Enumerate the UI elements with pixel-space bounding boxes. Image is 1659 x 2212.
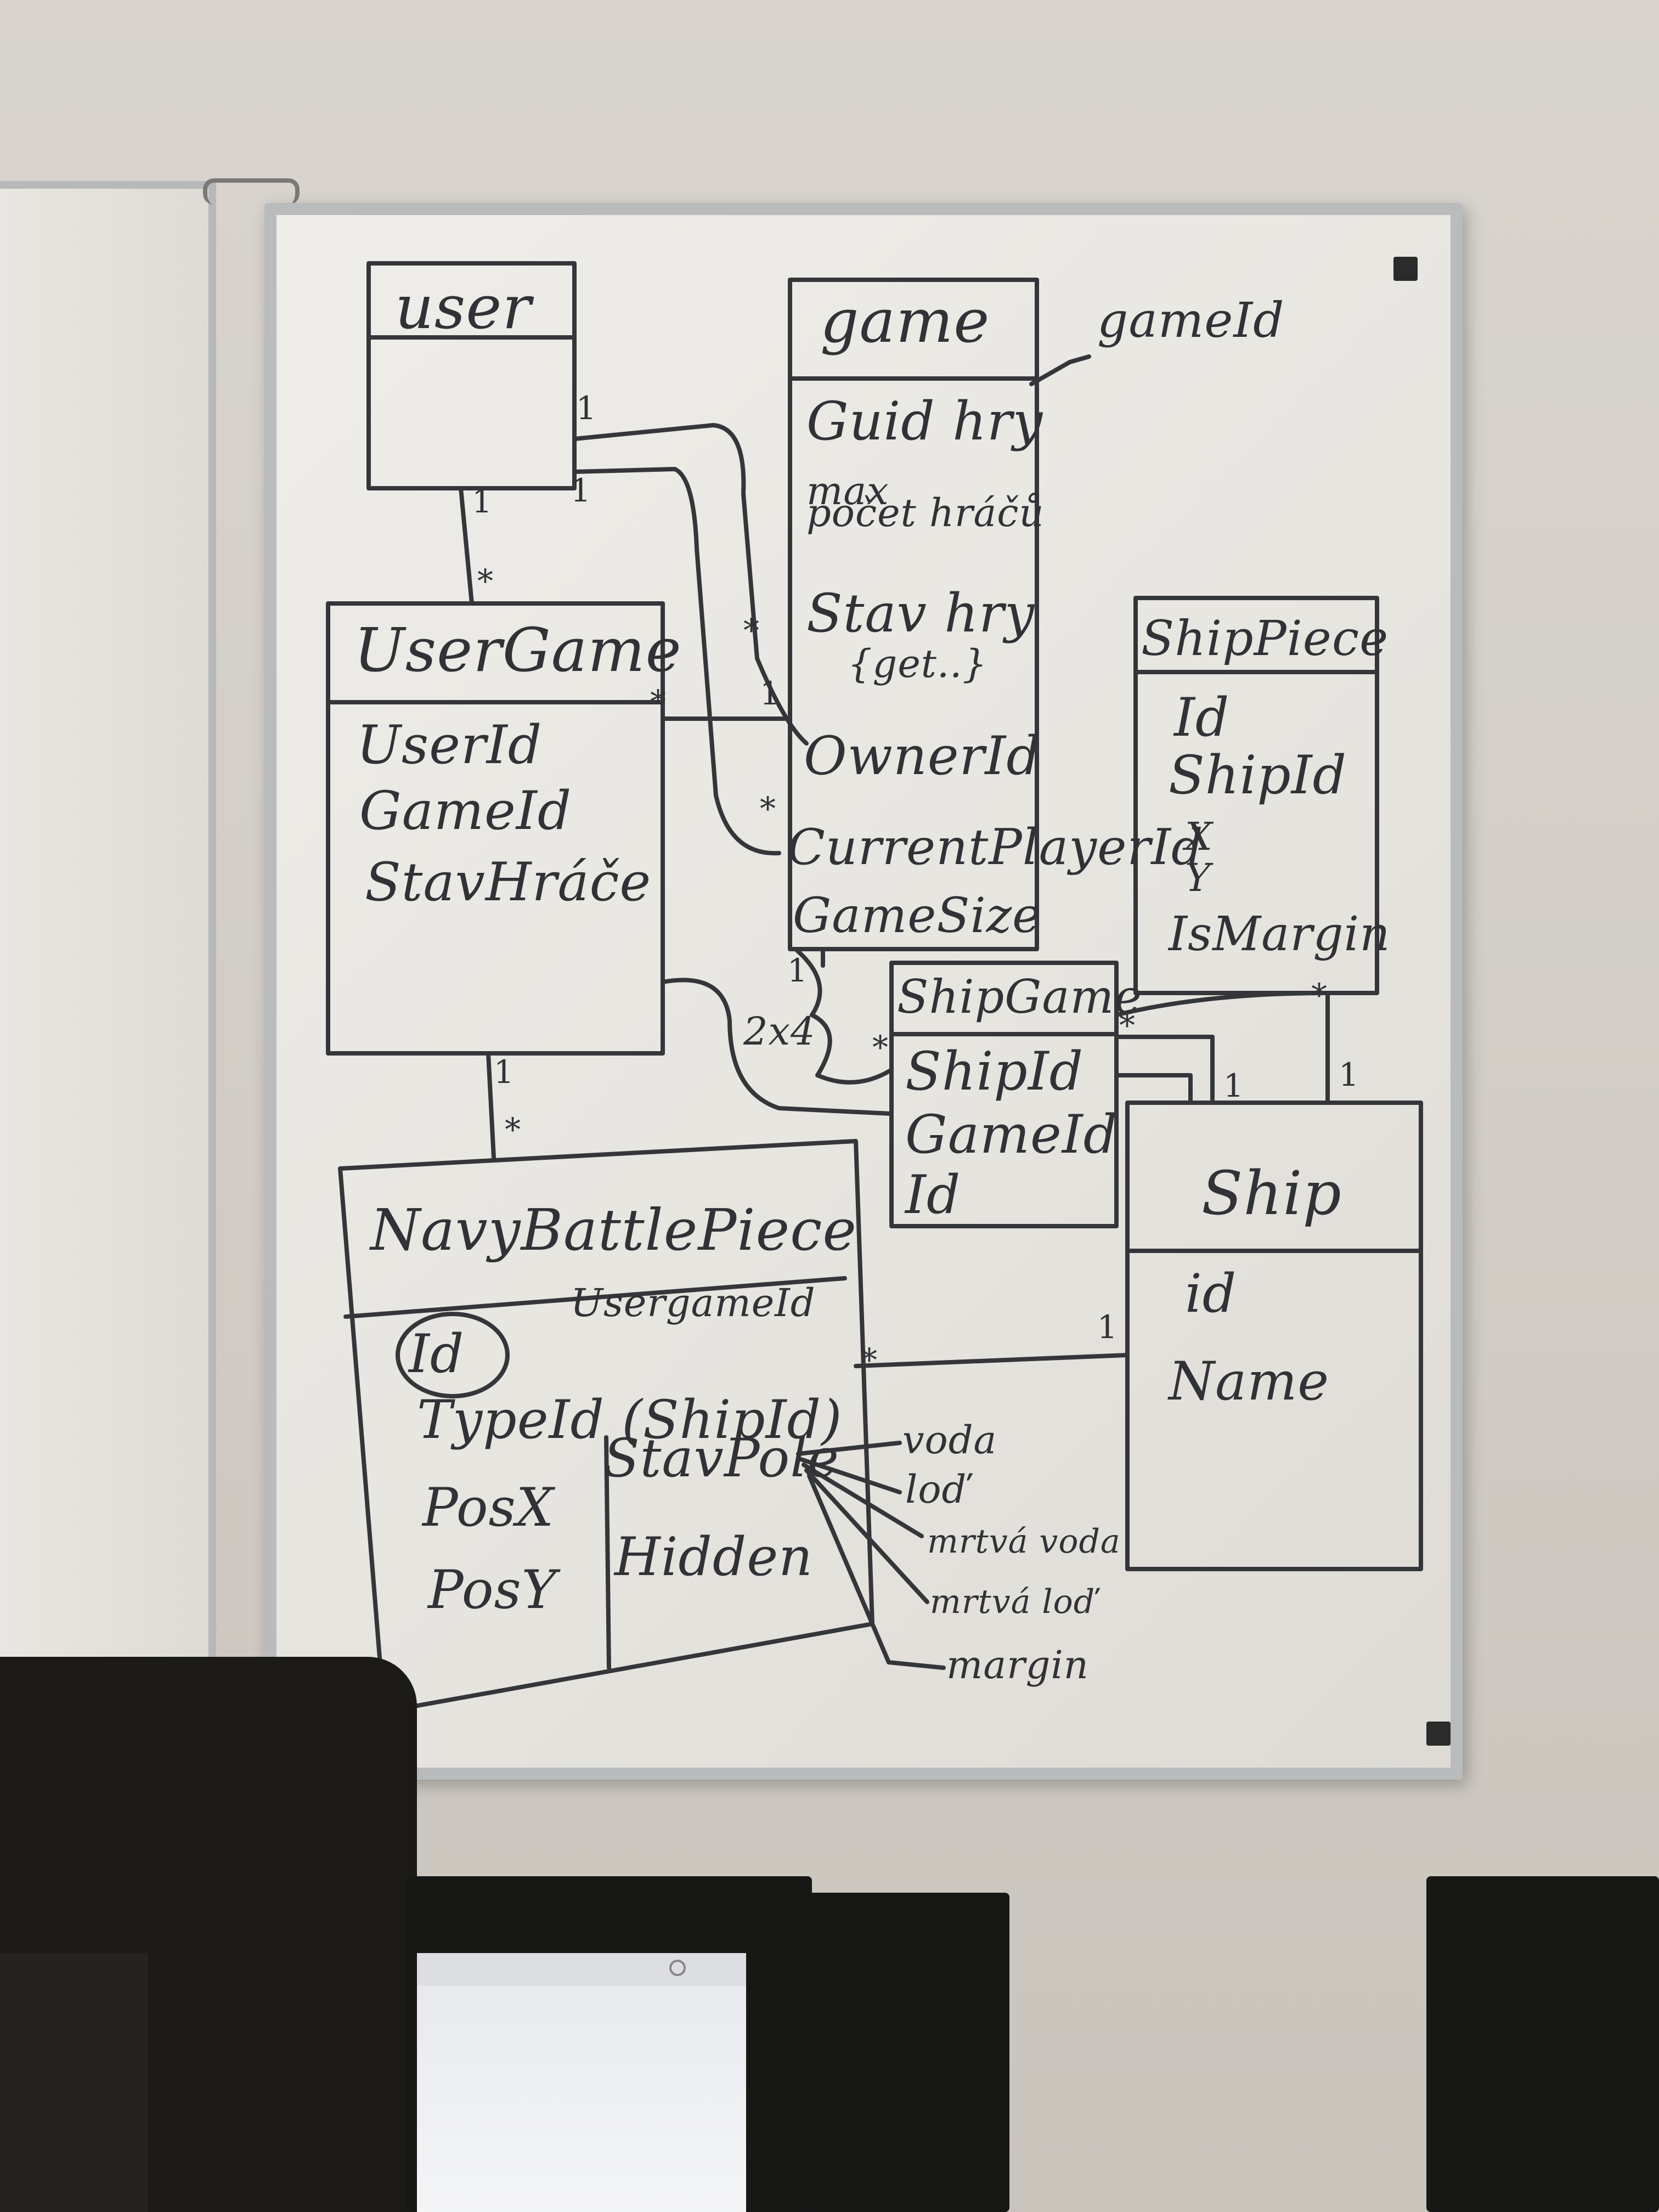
game-attr-max: max [806,469,889,514]
card-game-star-b: * [760,790,776,827]
nbp-attr-id: Id [409,1323,465,1385]
game-title: game [820,286,990,356]
gameid-annotation: gameId [1097,292,1285,348]
user-usergame-line [459,486,474,606]
adjacent-whiteboard [0,181,216,1711]
game-box [788,278,1039,951]
stavpole-to-voda [796,1441,902,1456]
user-owner-line [572,423,809,746]
usergame-attr-gameid: GameId [359,780,572,842]
shippiece-attr-x: X [1185,814,1213,859]
navybattlepiece-split [604,1435,611,1670]
game-attr-stav: Stav hry [806,583,1035,644]
game-attr-gamesize: GameSize [793,887,1042,944]
card-ship-1b: 1 [1339,1056,1359,1093]
card-usergame-nbp-1: 1 [494,1053,515,1091]
nbp-title: NavyBattlePiece [370,1197,857,1263]
gameid-pointer [1029,354,1091,386]
user-box [366,261,577,490]
shippiece-attr-shipid: ShipId [1169,744,1347,806]
monitor-middle [801,1893,1009,2212]
card-ship-1a: 1 [1223,1067,1244,1104]
browser-menu-icon [669,1960,686,1976]
card-shipgame-ship-star: * [1119,1007,1136,1044]
game-attr-get: {get..} [848,641,988,686]
card-nbp-ship-star: * [861,1341,878,1379]
nbp-attr-posx: PosX [422,1477,555,1538]
ship-title: Ship [1201,1158,1342,1228]
card-game-star-a: * [743,612,760,649]
usergame-attr-stav: StavHráče [365,851,652,913]
stavpole-value-mrtva-voda: mrtvá voda [927,1522,1121,1561]
ship-box [1125,1101,1423,1571]
usergame-box [326,601,665,1056]
usergame-title: UserGame [354,615,682,685]
shipgame-ship-line-b [1114,1073,1193,1105]
shippiece-attr-y: Y [1185,855,1211,900]
board-corner-cap [1426,1722,1451,1746]
game-attr-pocet: počet hráčů [806,490,1045,535]
game-shipgame-line [793,947,894,1085]
card-usergame-nbp-star: * [505,1111,521,1148]
shippiece-shipgame-line [1114,991,1330,1017]
nbp-ship-line [854,1353,1130,1368]
card-usergame-game-star: * [650,683,667,720]
nbp-attr-stavpole: StavPole [603,1427,839,1489]
shippiece-title: ShipPiece [1141,610,1389,667]
stavpole-to-mrtva-voda [802,1463,924,1538]
card-usergame-game-1: 1 [760,675,781,712]
ship-attr-id: id [1185,1263,1237,1324]
shippiece-attr-ismargin: IsMargin [1169,907,1391,962]
twoxfour-annotation: 2x4 [743,1009,816,1054]
card-game-shipgame-1: 1 [787,952,808,989]
shippiece-attr-id: Id [1174,687,1230,748]
monitor-screen [417,1953,746,2212]
stavpole-value-mrtva-lod: mrtvá loď [930,1583,1096,1621]
monitor-browser-bar [417,1953,746,1986]
card-user-game-1b: 1 [571,472,591,509]
card-shippiece-star: * [1311,977,1328,1014]
shipgame-box [889,961,1119,1228]
usergame-nbp-line [486,1051,496,1160]
stavpole-to-mrtva-lod [804,1468,929,1604]
stavpole-value-lod: loď [905,1467,967,1512]
hanging-cable [203,178,300,205]
nbp-attr-usergameid: UsergameId [571,1280,816,1325]
card-usergame-star: * [477,562,494,600]
nbp-attr-posy: PosY [428,1559,557,1621]
foreground-monitor-stand [0,1953,148,2212]
board-corner-cap [1393,257,1418,281]
shipgame-title: ShipGame [897,970,1142,1024]
stavpole-to-margin [807,1474,946,1670]
stavpole-to-lod [799,1457,902,1494]
card-nbp-ship-1: 1 [1097,1308,1118,1346]
usergame-attr-userid: UserId [357,714,543,776]
game-attr-guid: Guid hry [806,391,1043,452]
stavpole-value-voda: voda [902,1418,997,1463]
shipgame-attr-gameid: GameId [905,1104,1118,1165]
shipgame-attr-id: Id [905,1164,961,1226]
shipgame-ship-line [1114,1035,1215,1105]
game-attr-currentplayer: CurrentPlayerId [787,819,1204,876]
usergame-shipgame-line [661,978,894,1116]
game-attr-owner: OwnerId [804,725,1041,787]
card-user-usergame-1: 1 [472,483,493,520]
id-circle [396,1312,510,1398]
stavpole-value-margin: margin [946,1643,1089,1688]
nbp-attr-hidden: Hidden [614,1526,813,1588]
card-shipgame-star: * [872,1029,889,1066]
monitor-right [1426,1876,1659,2212]
user-currentplayer-line [572,467,781,856]
ship-attr-name: Name [1169,1351,1330,1412]
navybattlepiece-divider [343,1276,847,1319]
card-user-game-1: 1 [576,390,597,427]
shipgame-attr-shipid: ShipId [905,1041,1084,1102]
user-title: user [395,272,532,342]
nbp-attr-typeid: TypeId (ShipId) [417,1389,843,1451]
